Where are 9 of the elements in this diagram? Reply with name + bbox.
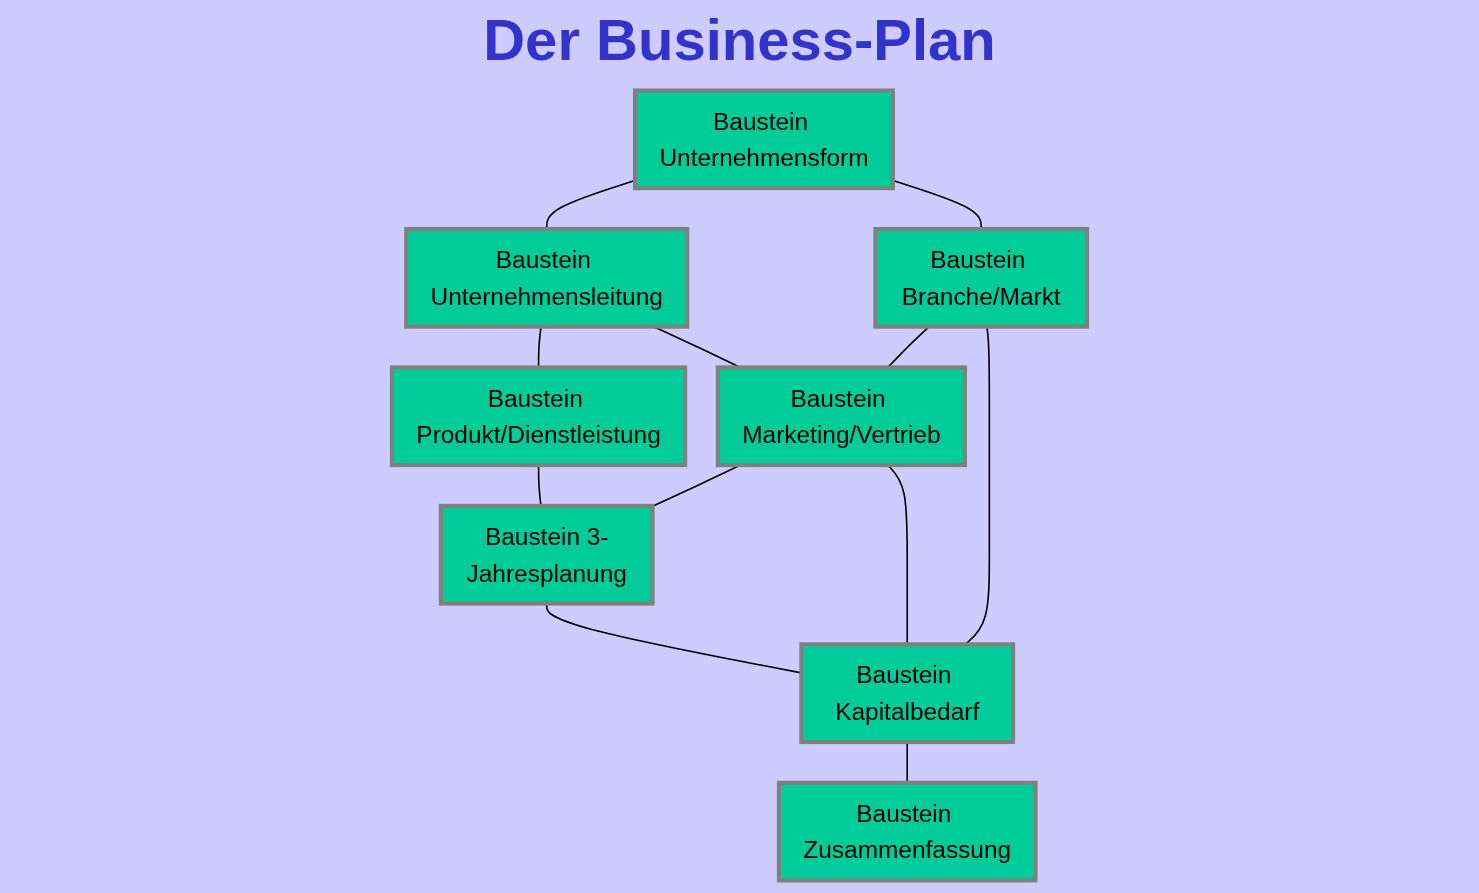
diagram-title: Der Business-Plan <box>482 6 997 73</box>
node-box: Baustein 3-Jahresplanung <box>438 503 655 606</box>
node-box: Baustein Produkt/Dienstleistung <box>389 365 688 468</box>
node-box: Baustein Branche/Markt <box>873 226 1090 329</box>
node-box: Baustein Kapitalbedarf <box>799 642 1016 745</box>
node-box: Baustein Marketing/Vertrieb <box>715 365 967 468</box>
node-box: Baustein Zusammenfassung <box>776 780 1038 883</box>
node-box: Baustein Unternehmensleitung <box>404 226 690 329</box>
node-box: Baustein Unternehmensform <box>632 88 895 191</box>
